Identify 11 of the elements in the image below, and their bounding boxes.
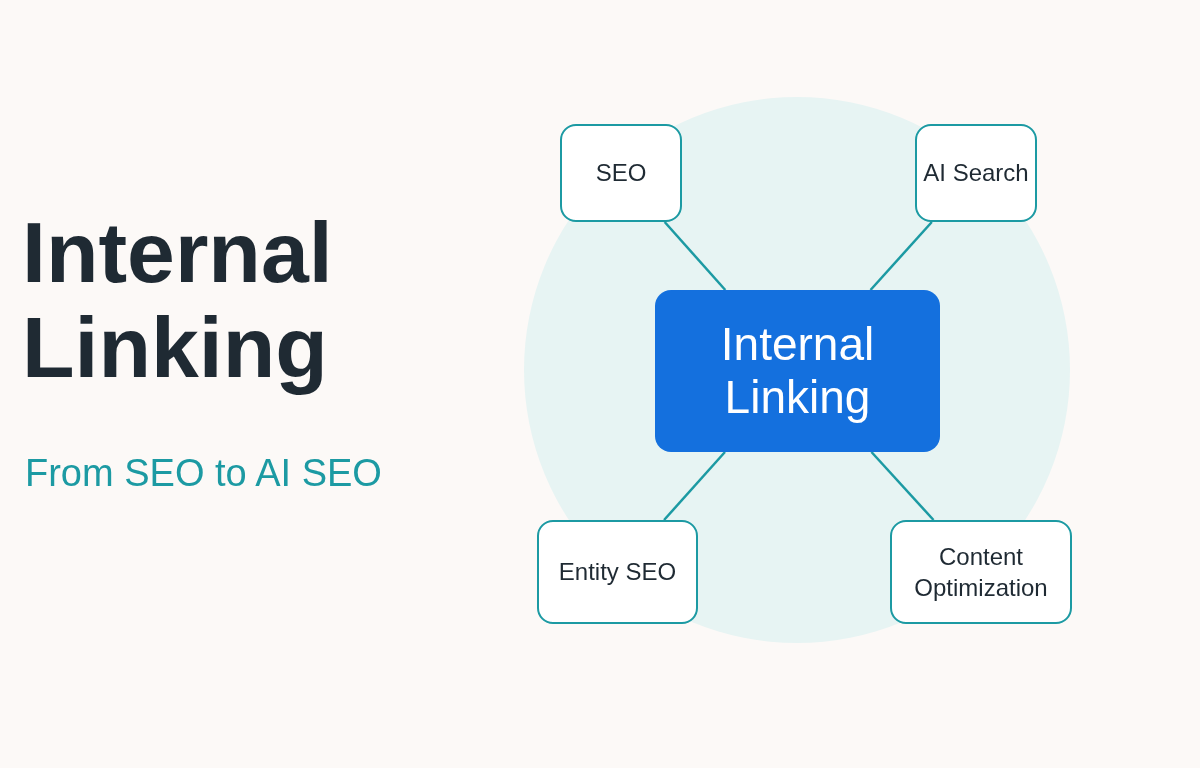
- topic-box: Entity SEO: [537, 520, 698, 624]
- topic-box: Content Optimization: [890, 520, 1072, 624]
- heading: Internal Linking: [22, 205, 334, 395]
- connector-line: [663, 451, 726, 521]
- topic-box: AI Search: [915, 124, 1037, 222]
- connector-line: [663, 221, 727, 291]
- subtitle: From SEO to AI SEO: [25, 452, 382, 495]
- central-topic-box: Internal Linking: [655, 290, 940, 452]
- connector-line: [870, 451, 935, 521]
- topic-box: SEO: [560, 124, 682, 222]
- connector-line: [869, 221, 933, 291]
